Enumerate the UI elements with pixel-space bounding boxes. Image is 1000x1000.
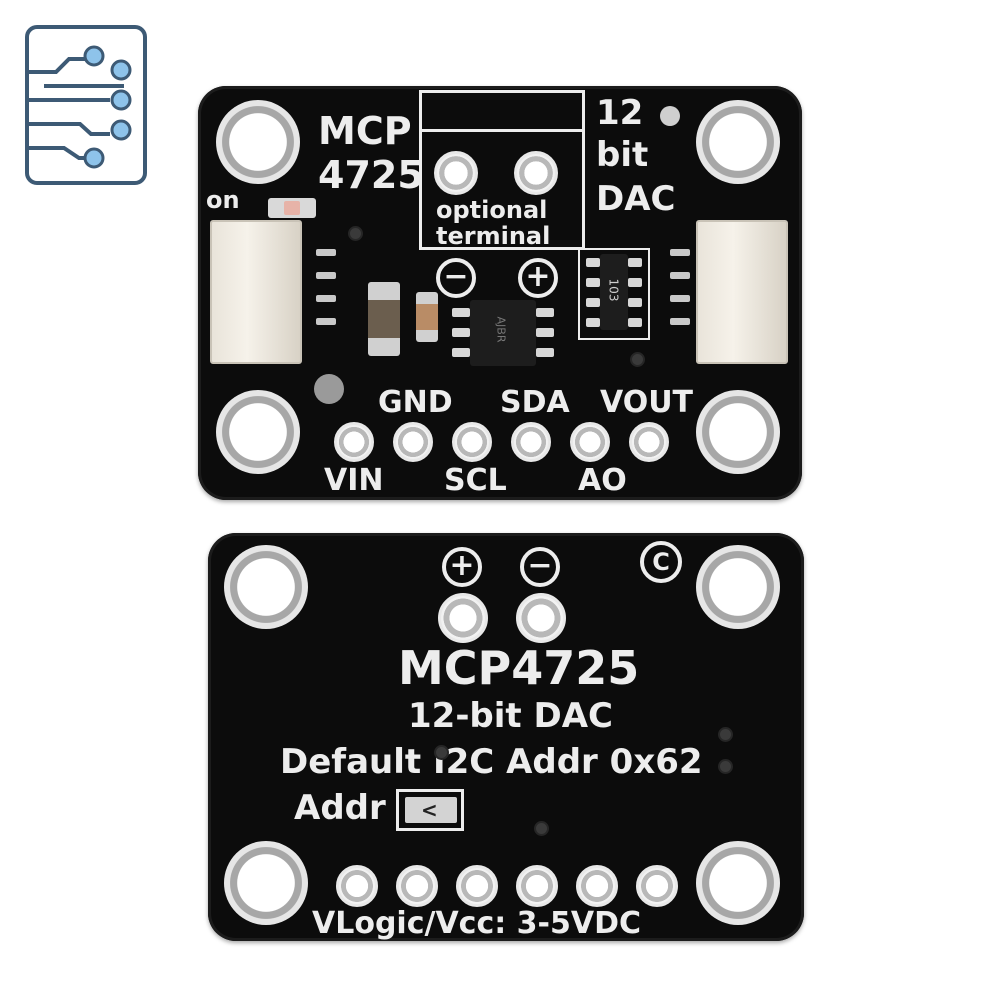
terminal-hole-minus [434,151,478,195]
pin-label-vout: VOUT [600,388,693,418]
connector-pin [316,295,336,302]
connector-pin [670,272,690,279]
mounting-hole [696,841,780,925]
mounting-hole [696,390,780,474]
header-pin-hole [396,865,438,907]
header-pin-hole [511,422,551,462]
header-pin-hole [636,865,678,907]
terminal-hole-plus [514,151,558,195]
addr-jumper-pad[interactable]: < [396,789,464,831]
mounting-hole [696,100,780,184]
header-pin-hole [452,422,492,462]
large-via [314,374,344,404]
connector-pin [316,272,336,279]
via [434,745,449,760]
header-pin-hole [629,422,669,462]
header-pin-hole [570,422,610,462]
terminal-label-line2: terminal [436,224,550,248]
addr-jumper-label: Addr [294,791,386,825]
front-title-line2: 4725 [318,156,424,194]
front-bits-line2: bit [596,138,648,172]
header-pin-hole [516,865,558,907]
front-title-line1: MCP [318,112,412,150]
dac-chip: AJBR [470,300,536,366]
terminal-label-line1: optional [436,198,547,222]
via [630,352,645,367]
header-pin-hole [393,422,433,462]
pin-label-scl: SCL [444,466,507,496]
back-title: MCP4725 [398,645,639,691]
capacitor [368,282,400,356]
front-bits-line1: 12 [596,96,643,130]
copyright-icon: C [640,541,682,583]
left-stemma-connector [210,220,302,364]
pin-label-sda: SDA [500,388,570,418]
pin-label-ao: AO [578,466,627,496]
via [348,226,363,241]
terminal-hole-plus [438,593,488,643]
terminal-hole-minus [516,593,566,643]
mounting-hole [224,545,308,629]
back-pcb-board: + − C MCP4725 12-bit DAC Default I2C Add… [208,533,804,941]
terminal-divider [422,129,582,132]
plus-sign-icon: + [442,547,482,587]
front-bits-line3: DAC [596,182,676,216]
resistor [416,292,438,342]
header-pin-hole [336,865,378,907]
right-stemma-connector [696,220,788,364]
connector-pin [670,295,690,302]
plus-sign-icon: + [518,258,558,298]
mounting-hole [696,545,780,629]
fiducial-dot [660,106,680,126]
header-pin-hole [334,422,374,462]
back-address-line: Default I2C Addr 0x62 [280,745,703,779]
minus-sign-icon: − [436,258,476,298]
mounting-hole [224,841,308,925]
via [534,821,549,836]
on-label: on [206,188,240,212]
circuit-logo-icon [24,24,148,186]
connector-pin [316,249,336,256]
power-led [268,198,316,218]
connector-pin [670,249,690,256]
header-pin-hole [456,865,498,907]
voltage-line: VLogic/Vcc: 3-5VDC [312,909,641,939]
front-pcb-board: MCP 4725 12 bit DAC optional terminal − … [198,86,802,500]
dac-chip-marking: AJBR [495,317,506,343]
mounting-hole [216,390,300,474]
pin-label-gnd: GND [378,388,453,418]
connector-pin [316,318,336,325]
back-subtitle: 12-bit DAC [408,699,613,733]
header-pin-hole [576,865,618,907]
mounting-hole [216,100,300,184]
minus-sign-icon: − [520,547,560,587]
connector-pin [670,318,690,325]
resistor-array: 103 [600,254,628,330]
via [718,727,733,742]
resistor-array-marking: 103 [607,279,619,302]
pin-label-vin: VIN [324,466,384,496]
via [718,759,733,774]
